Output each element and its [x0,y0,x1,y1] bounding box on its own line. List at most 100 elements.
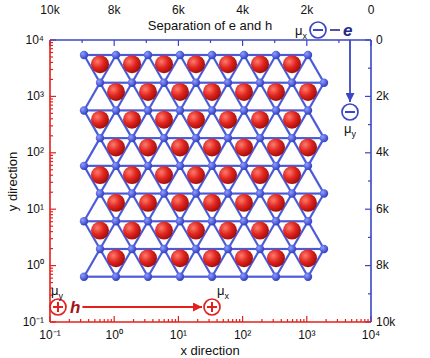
red-atom [155,111,173,129]
tick-label: 6k [172,4,185,17]
right-tick [365,96,371,97]
red-atom [283,55,301,73]
blue-atom [224,79,232,87]
tick-label: 10⁴ [25,34,44,47]
tick-label: 10⁰ [27,259,44,272]
red-atom [171,83,189,101]
left-axis [49,40,51,322]
blue-atom [208,273,216,281]
red-atom [187,55,205,73]
sign-bar [57,302,59,312]
blue-atom [176,106,184,114]
blue-atom [192,245,200,253]
blue-atom [256,189,264,197]
dipole-label: μx [295,23,307,38]
blue-atom [192,134,200,142]
charge-node: μx [203,283,229,316]
bond [148,276,180,278]
axis-title: y direction [7,151,20,210]
tick-label: 10⁻¹ [39,329,60,342]
bond [84,276,116,278]
red-atom [203,194,221,212]
tick-label: 8k [376,259,389,272]
y-tick [50,209,56,210]
blue-atom [320,189,328,197]
tick-label: 10⁴ [362,329,381,342]
blue-atom [272,106,280,114]
tick-label: 2k [376,90,389,103]
red-atom [267,249,285,267]
blue-atom [320,134,328,142]
tick-label: 0 [376,34,383,47]
red-atom [235,194,253,212]
top-tick [114,40,115,46]
blue-atom [192,79,200,87]
subscript: y [59,291,64,301]
red-atom [171,249,189,267]
blue-atom [176,273,184,281]
top-axis [50,39,371,41]
red-atom [139,249,157,267]
sign-bar [211,302,213,312]
bond [212,276,244,278]
axes [50,40,371,322]
tick-label: 4k [376,146,389,159]
blue-atom [128,79,136,87]
tick-label: 10¹ [27,203,44,216]
blue-atom [160,245,168,253]
blue-atom [272,217,280,225]
tick-label: 10k [376,316,395,329]
dipole-label: μy [51,283,63,298]
blue-atom [96,79,104,87]
bond [84,249,100,277]
tick-label: 10³ [298,329,315,342]
red-atom [123,222,141,240]
blue-atom [144,162,152,170]
red-atom [267,194,285,212]
blue-atom [144,217,152,225]
blue-atom [288,134,296,142]
red-atom [123,166,141,184]
top-tick [178,40,179,46]
sign-bar [345,111,355,113]
blue-atom [304,217,312,225]
tick-label: 4k [236,4,249,17]
blue-atom [256,245,264,253]
blue-atom [256,79,264,87]
blue-atom [288,189,296,197]
blue-atom [112,217,120,225]
blue-atom [304,162,312,170]
bond [84,83,100,111]
red-atom [155,55,173,73]
bond [308,55,324,83]
tick-label: 10⁰ [106,329,123,342]
blue-atom [160,134,168,142]
red-atom [219,222,237,240]
transport-arrow [82,306,202,308]
blue-atom [304,273,312,281]
blue-atom [112,51,120,59]
red-atom [283,111,301,129]
red-atom [251,111,269,129]
red-atom [203,249,221,267]
lattice [80,51,328,281]
red-atom [235,138,253,156]
tick-label: 2k [300,4,313,17]
right-tick [365,152,371,153]
red-atom [123,111,141,129]
bond [244,276,276,278]
blue-atom [208,51,216,59]
red-atom [107,249,125,267]
charge-circle [342,104,358,120]
y-tick [50,265,56,266]
tick-label: 10k [40,4,59,17]
right-tick [365,209,371,210]
hole-symbol [203,298,221,316]
blue-atom [128,189,136,197]
dash [330,29,340,31]
blue-atom [144,106,152,114]
bond [308,221,324,249]
red-atom [187,111,205,129]
